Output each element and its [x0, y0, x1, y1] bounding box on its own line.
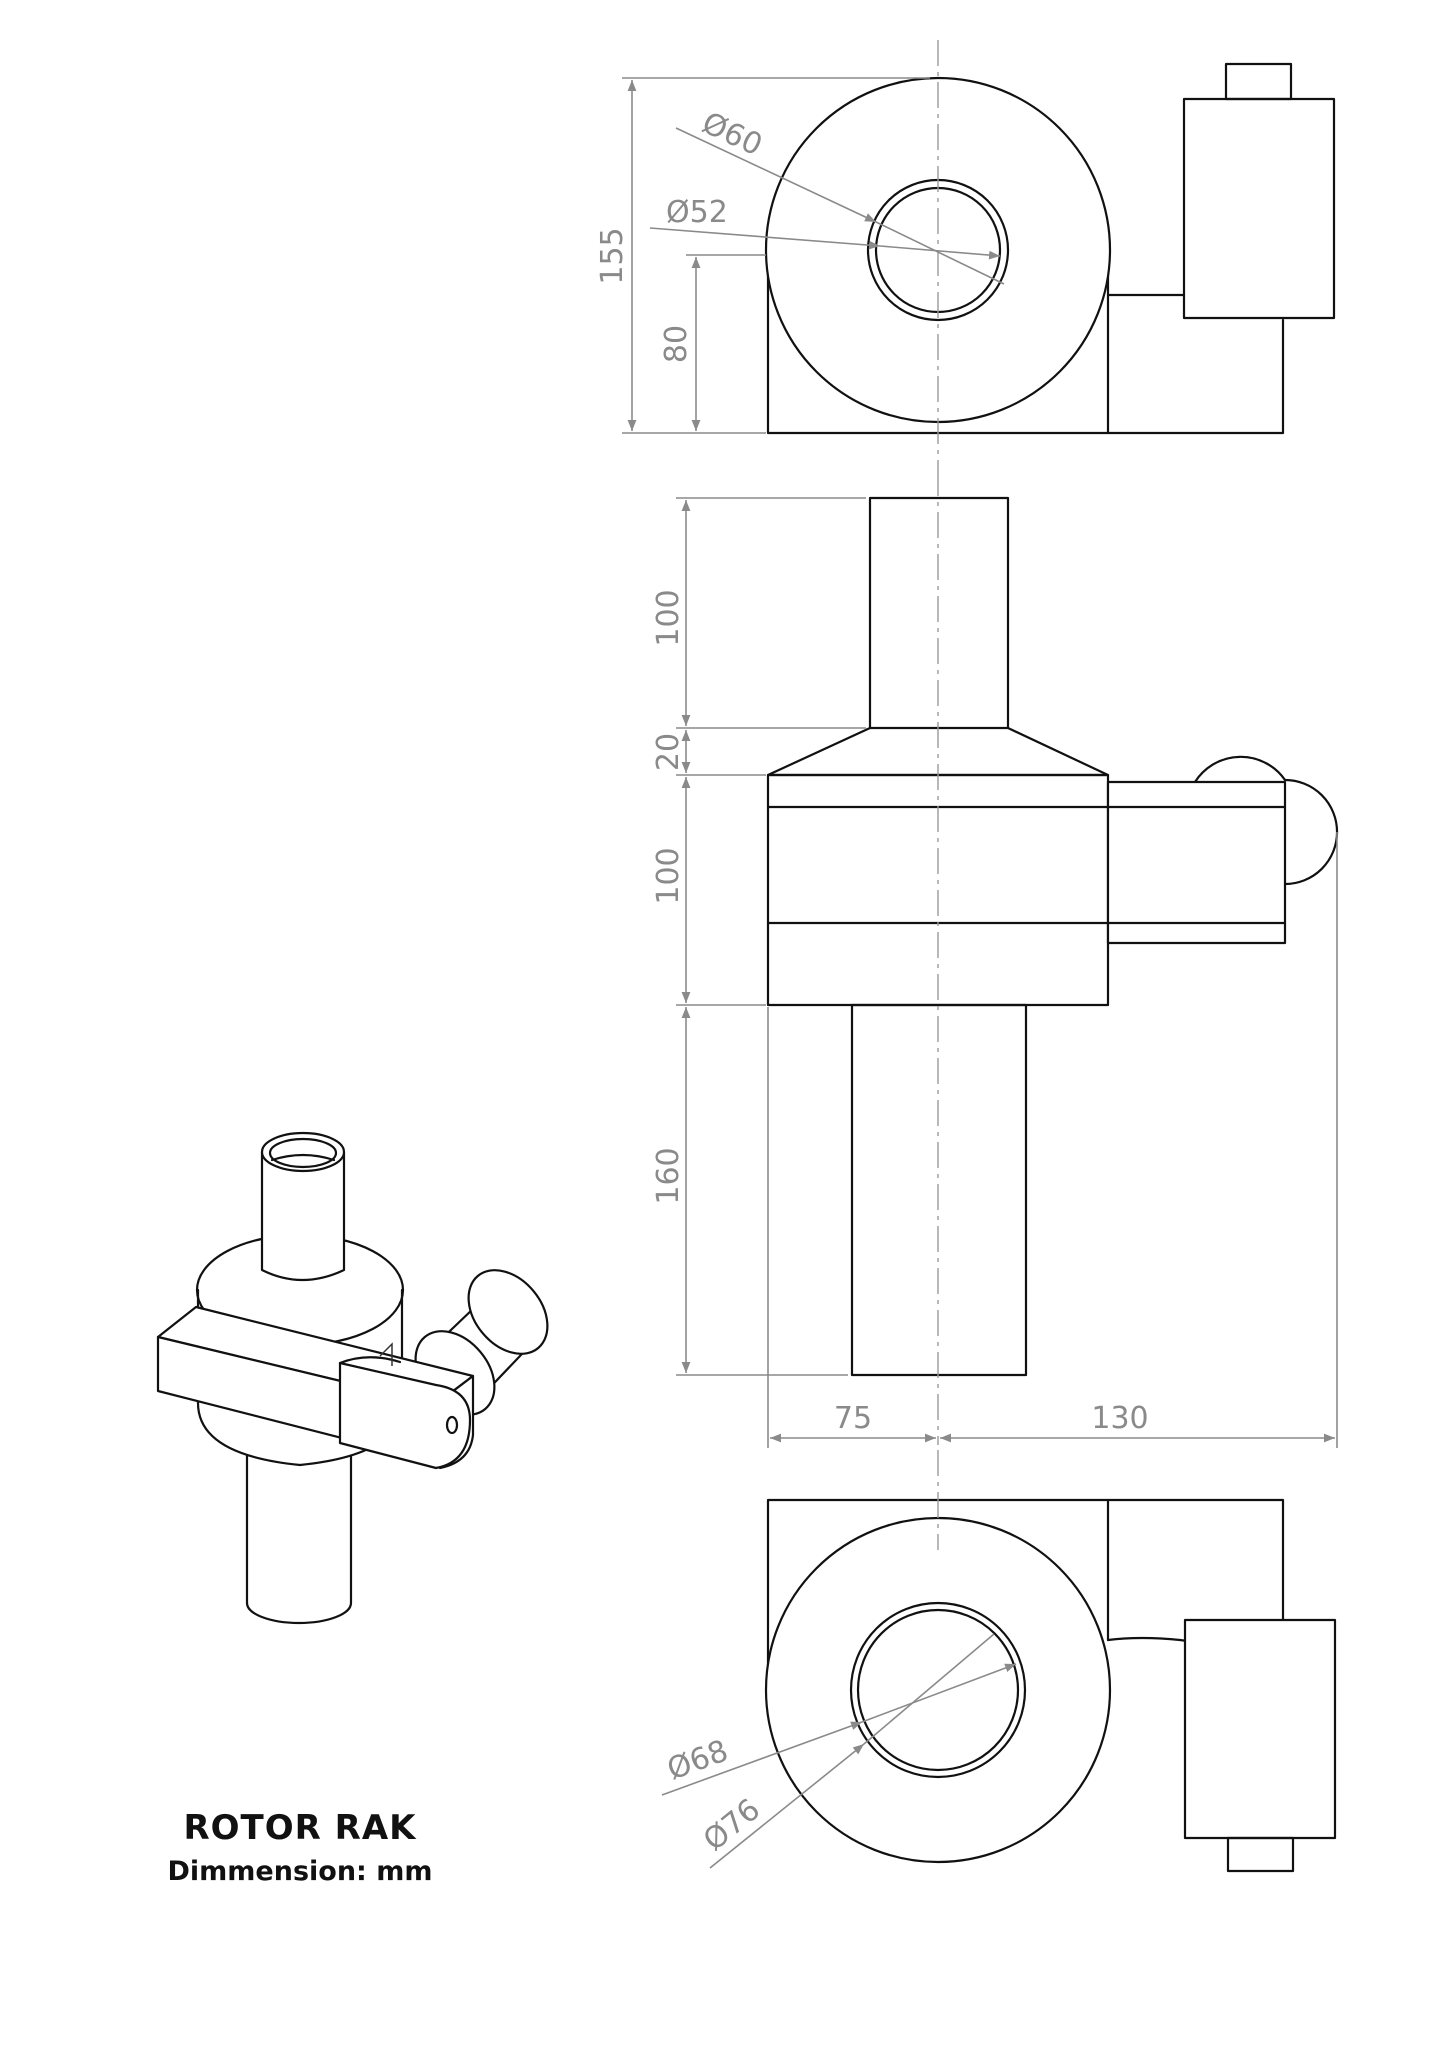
dim-front-top-tube: 100 [651, 589, 686, 646]
front-view [766, 470, 1339, 1445]
drawing-title: ROTOR RAK [183, 1808, 417, 1848]
dim-top-base-height: 80 [659, 325, 694, 363]
dim-front-body: 100 [651, 847, 686, 904]
drawing-caption: ROTOR RAK Dimmension: mm [120, 1808, 480, 1887]
dim-front-right-width: 130 [1091, 1401, 1148, 1436]
dim-bottom-inner-dia: Ø68 [663, 1733, 733, 1787]
drawing-subtitle: Dimmension: mm [167, 1856, 433, 1887]
top-view-dimensions: 155 80 Ø60 Ø52 [595, 77, 1005, 434]
dim-front-bottom-tube: 160 [651, 1147, 686, 1204]
dim-front-taper: 20 [651, 733, 686, 771]
isometric-view [156, 1131, 549, 1625]
dim-top-inner-dia: Ø52 [666, 195, 728, 230]
dim-front-left-width: 75 [834, 1401, 872, 1436]
bottom-view [764, 1450, 1337, 1873]
front-view-dimensions: 100 20 100 160 75 130 [651, 497, 1338, 1448]
dim-bottom-outer-dia: Ø76 [697, 1792, 767, 1858]
top-view [764, 40, 1336, 470]
dim-top-height: 155 [595, 227, 630, 284]
